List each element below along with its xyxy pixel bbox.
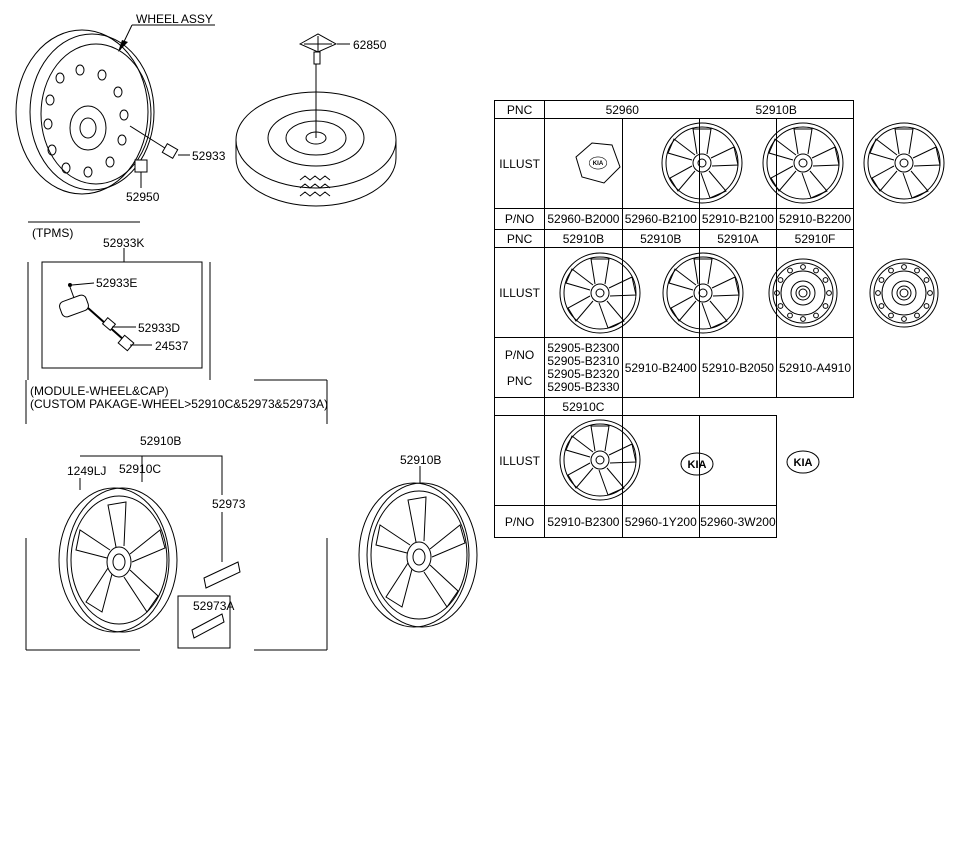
table-row: PNC 52960 52910B xyxy=(493,100,855,119)
part-52973-label: 52973 xyxy=(212,497,246,511)
pno-cell: 52910-A4910 xyxy=(776,337,854,398)
spare-tire-drawing xyxy=(235,33,397,207)
pno-line: 52905-B2330 xyxy=(547,379,620,394)
blank-cell xyxy=(621,397,777,416)
pno-line: 52905-B2310 xyxy=(547,353,620,368)
illust-cell xyxy=(776,118,854,209)
module-wheel-bracket-lines xyxy=(25,379,328,651)
tpms-kit-drawing xyxy=(27,221,211,380)
part-52933e-label: 52933E xyxy=(96,276,138,290)
part-52933d-label: 52933D xyxy=(138,321,181,335)
blank-cell xyxy=(493,397,546,416)
table-row: PNC 52910B 52910B 52910A 52910F xyxy=(493,229,854,248)
part-52950-label: 52950 xyxy=(126,190,160,204)
pno-cell: 52910-B2300 xyxy=(544,505,623,538)
steel-wheel-assy-drawing xyxy=(15,24,215,195)
illust-header: ILLUST xyxy=(493,247,546,338)
table-row: P/NO 52960-B2000 52960-B2100 52910-B2100… xyxy=(493,208,854,230)
illust-cell xyxy=(698,118,778,209)
part-24537-label: 24537 xyxy=(155,339,189,353)
table-illust-wheel-b2200 xyxy=(863,122,945,204)
part-52910b-label: 52910B xyxy=(140,434,182,448)
illust-cell xyxy=(698,415,778,506)
module-wheel-cap-label: (MODULE-WHEEL&CAP) xyxy=(30,384,169,398)
pnc-label: PNC xyxy=(506,373,533,388)
wheel-assy-label: WHEEL ASSY xyxy=(136,12,213,26)
pnc-cell: 52910A xyxy=(698,229,778,248)
part-52933k-label: 52933K xyxy=(103,236,145,250)
blank-cell xyxy=(777,398,854,416)
pnc-cell: 52910B xyxy=(621,229,700,248)
pno-label: P/NO xyxy=(504,347,535,362)
pnc-header: PNC xyxy=(493,229,546,248)
illust-header: ILLUST xyxy=(493,118,546,209)
illust-cell xyxy=(544,118,623,209)
custom-alloy-wheel-drawing xyxy=(58,487,241,649)
illust-cell xyxy=(621,247,700,338)
part-52973a-label: 52973A xyxy=(193,599,235,613)
multi-part-cell: 52905-B2300 52905-B2310 52905-B2320 5290… xyxy=(544,337,623,398)
pno-header: P/NO xyxy=(493,208,546,230)
table-illust-steel-a4910 xyxy=(869,258,939,328)
tpms-label: (TPMS) xyxy=(32,226,74,240)
pno-line: 52905-B2320 xyxy=(547,366,620,381)
pno-cell: 52960-B2000 xyxy=(544,208,623,230)
custom-package-label: (CUSTOM PAKAGE-WHEEL>52910C&52973&52973A… xyxy=(30,397,329,411)
illust-cell xyxy=(544,415,623,506)
pno-pnc-header: P/NO PNC xyxy=(493,337,546,398)
part-52910b-label-2: 52910B xyxy=(400,453,442,467)
pno-header: P/NO xyxy=(493,505,546,538)
table-row: P/NO PNC 52905-B2300 52905-B2310 52905-B… xyxy=(493,337,854,398)
illust-header: ILLUST xyxy=(493,415,546,506)
blank-cell xyxy=(777,416,854,506)
table-row: P/NO 52910-B2300 52960-1Y200 52960-3W200 xyxy=(493,505,854,538)
pnc-cell: 52910F xyxy=(776,229,854,248)
table-row: ILLUST xyxy=(493,247,854,338)
pno-cell: 52960-B2100 xyxy=(621,208,700,230)
pnc-cell: 52910C xyxy=(544,397,623,416)
pnc-cell: 52960 xyxy=(544,100,700,119)
pnc-cell: 52910B xyxy=(699,100,855,119)
pnc-cell: 52910B xyxy=(544,229,623,248)
illust-cell xyxy=(544,247,623,338)
part-1249lj-label: 1249LJ xyxy=(67,464,107,478)
illust-cell xyxy=(776,247,854,338)
pno-cell: 52910-B2200 xyxy=(776,208,854,230)
blank-cell xyxy=(777,506,854,538)
part-reference-table: PNC 52960 52910B ILLUST P/NO 52960-B2000… xyxy=(493,100,855,538)
pno-cell: 52960-3W200 xyxy=(698,505,778,538)
part-62850-label: 62850 xyxy=(353,38,387,52)
pno-cell: 52960-1Y200 xyxy=(621,505,700,538)
pno-cell: 52910-B2050 xyxy=(698,337,778,398)
pno-line: 52905-B2300 xyxy=(547,340,620,355)
illust-cell xyxy=(621,415,700,506)
pnc-header: PNC xyxy=(493,100,546,119)
part-52910c-label: 52910C xyxy=(119,462,162,476)
table-row: ILLUST xyxy=(493,118,854,209)
illust-cell xyxy=(621,118,700,209)
table-row: ILLUST xyxy=(493,415,854,506)
table-row: 52910C xyxy=(493,397,854,416)
alloy-wheel-52910b-drawing xyxy=(358,466,478,628)
part-52933-label: 52933 xyxy=(192,149,226,163)
illust-cell xyxy=(698,247,778,338)
pno-cell: 52910-B2100 xyxy=(698,208,778,230)
pno-cell: 52910-B2400 xyxy=(621,337,700,398)
